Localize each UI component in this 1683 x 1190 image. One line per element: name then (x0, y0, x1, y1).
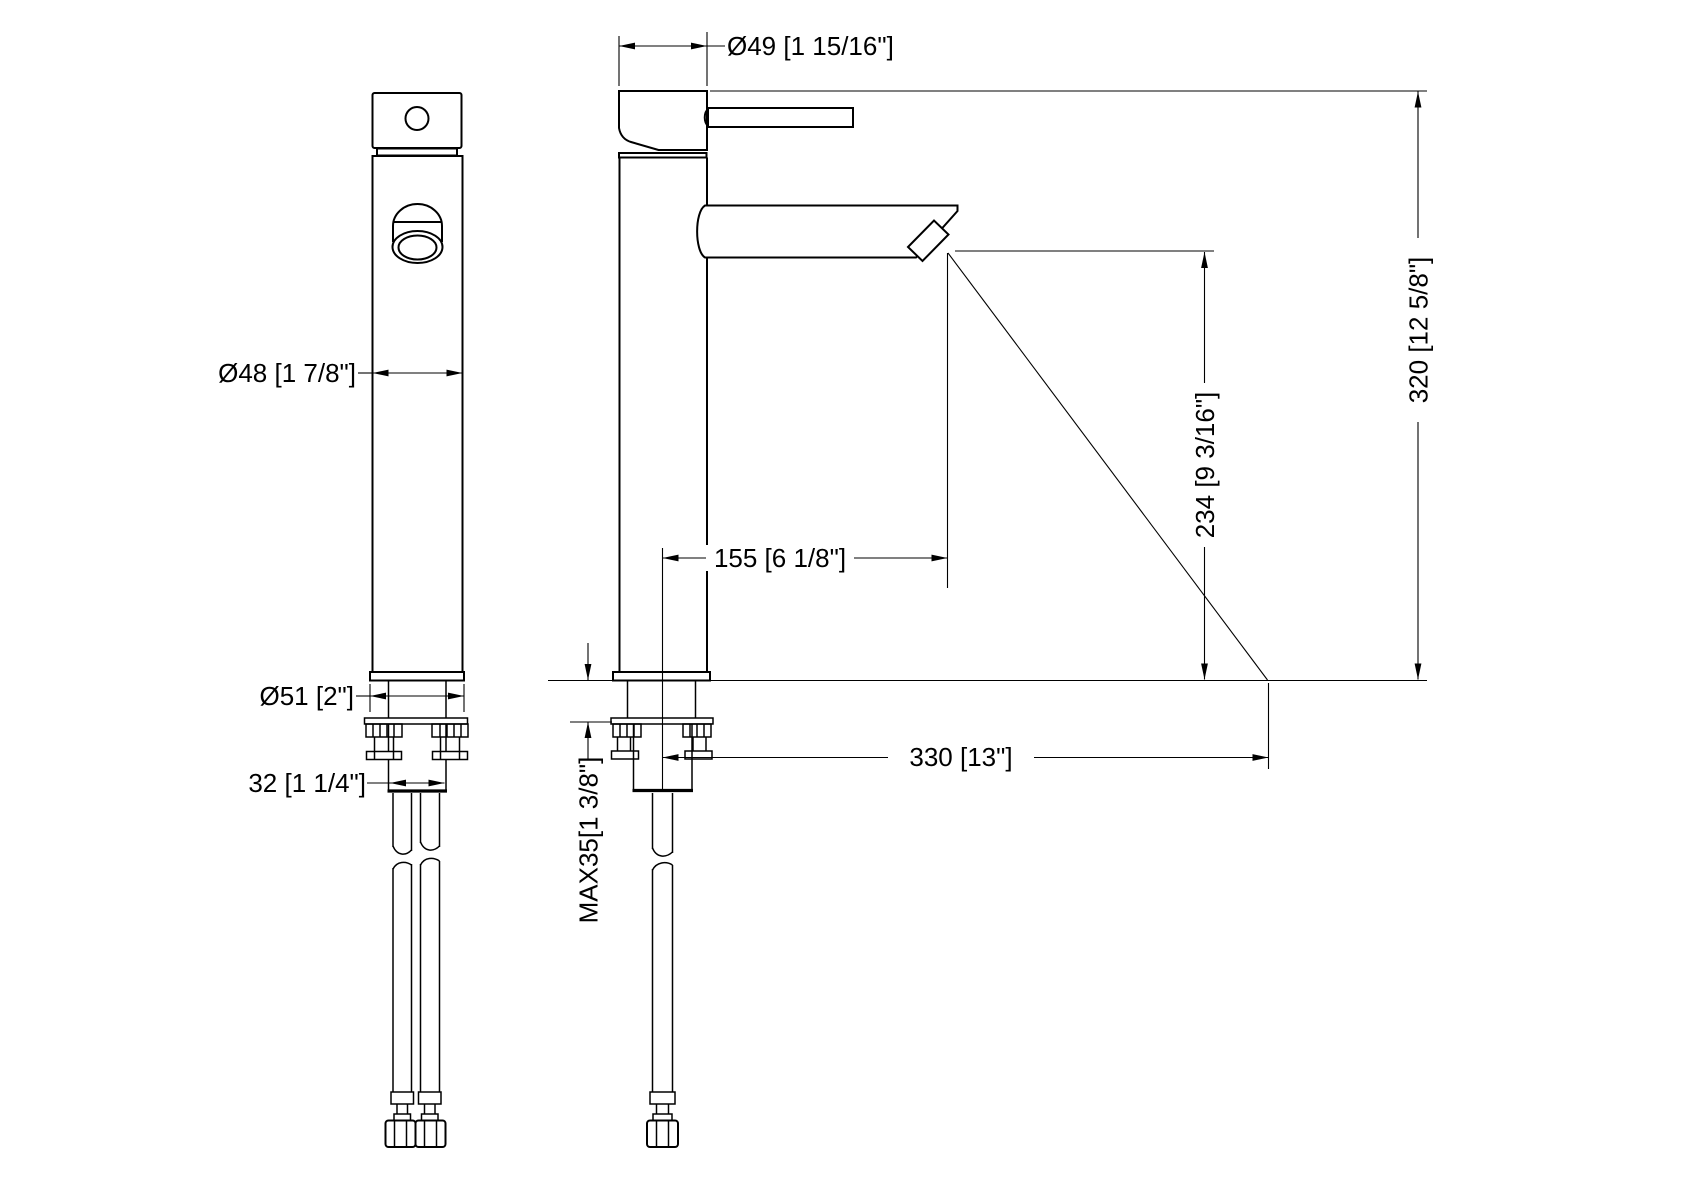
handle-screw-hole (404, 106, 430, 131)
dim-label-spout-reach: 155 [6 1/8"] (714, 543, 846, 573)
spout-outlet-front (391, 203, 444, 264)
hose-collar-left (390, 1091, 415, 1105)
hose-collar-right (417, 1091, 442, 1105)
base-flange-front (369, 671, 465, 682)
dim-label-shank-width: 32 [1 1/4"] (248, 768, 366, 798)
dim-handle-diameter: Ø49 [1 15/16"] (618, 31, 894, 86)
dim-body-diameter: Ø48 [1 7/8"] (218, 358, 463, 388)
dim-reach-overall: 330 [13"] (662, 683, 1270, 772)
dim-label-handle-diameter: Ø49 [1 15/16"] (727, 31, 894, 61)
dim-base-diameter: Ø51 [2"] (259, 681, 465, 712)
mounting-shank-front (387, 680, 447, 793)
dim-label-body-diameter: Ø48 [1 7/8"] (218, 358, 356, 388)
handle-front (371, 92, 463, 149)
faucet-body-front (371, 155, 464, 673)
base-flange-side (612, 671, 711, 682)
bonnet-ring-front (376, 147, 458, 157)
hose-break-top-side (651, 847, 674, 857)
hose-collar-side (649, 1091, 676, 1105)
front-view: Ø48 [1 7/8"] Ø51 [2"] 32 [1 1/4"] (218, 92, 469, 1148)
dim-overall-height: 320 [12 5/8"] (710, 90, 1434, 680)
supply-hose-side (646, 793, 679, 1148)
hose-break-bottom-side (651, 861, 673, 871)
water-stream-line (947, 252, 1268, 681)
mounting-bolt-side-left (610, 737, 640, 760)
handle-lever-side (703, 107, 854, 128)
dim-label-overall-height: 320 [12 5/8"] (1404, 257, 1434, 404)
hose-break-bottom-left (392, 861, 412, 870)
dim-max-counter-thickness: MAX35[1 3/8"] (570, 643, 612, 923)
mounting-bolt-right (431, 737, 469, 761)
handle-cap-side (618, 90, 708, 151)
faucet-body-side (618, 156, 708, 672)
dim-label-max-counter-thickness: MAX35[1 3/8"] (574, 757, 604, 924)
dim-label-reach-overall: 330 [13"] (909, 742, 1012, 772)
mounting-bolt-left (365, 737, 403, 761)
mounting-bolt-side-right (684, 737, 713, 760)
aerator-nozzle (906, 219, 950, 263)
side-view: Ø49 [1 15/16"] 155 [6 1/8"] 330 [13"] 23… (548, 31, 1434, 1148)
dim-label-spout-outlet-height: 234 [9 3/16"] (1190, 392, 1220, 539)
supply-hoses-front (384, 793, 447, 1148)
hose-break-bottom-right (419, 857, 440, 866)
hose-break-top-left (392, 845, 413, 855)
dim-shank-width: 32 [1 1/4"] (248, 768, 445, 798)
hose-break-top-right (419, 841, 441, 851)
bonnet-ring-side (618, 152, 708, 159)
spout-side (696, 204, 959, 263)
dim-spout-reach: 155 [6 1/8"] (662, 543, 948, 573)
dim-spout-outlet-height: 234 [9 3/16"] (955, 250, 1220, 680)
hose-hex-nut-side (646, 1119, 679, 1148)
mounting-plate-front (363, 717, 469, 738)
hose-hex-nut-left (384, 1119, 417, 1148)
dim-label-base-diameter: Ø51 [2"] (259, 681, 354, 711)
hose-hex-nut-right (414, 1119, 447, 1148)
